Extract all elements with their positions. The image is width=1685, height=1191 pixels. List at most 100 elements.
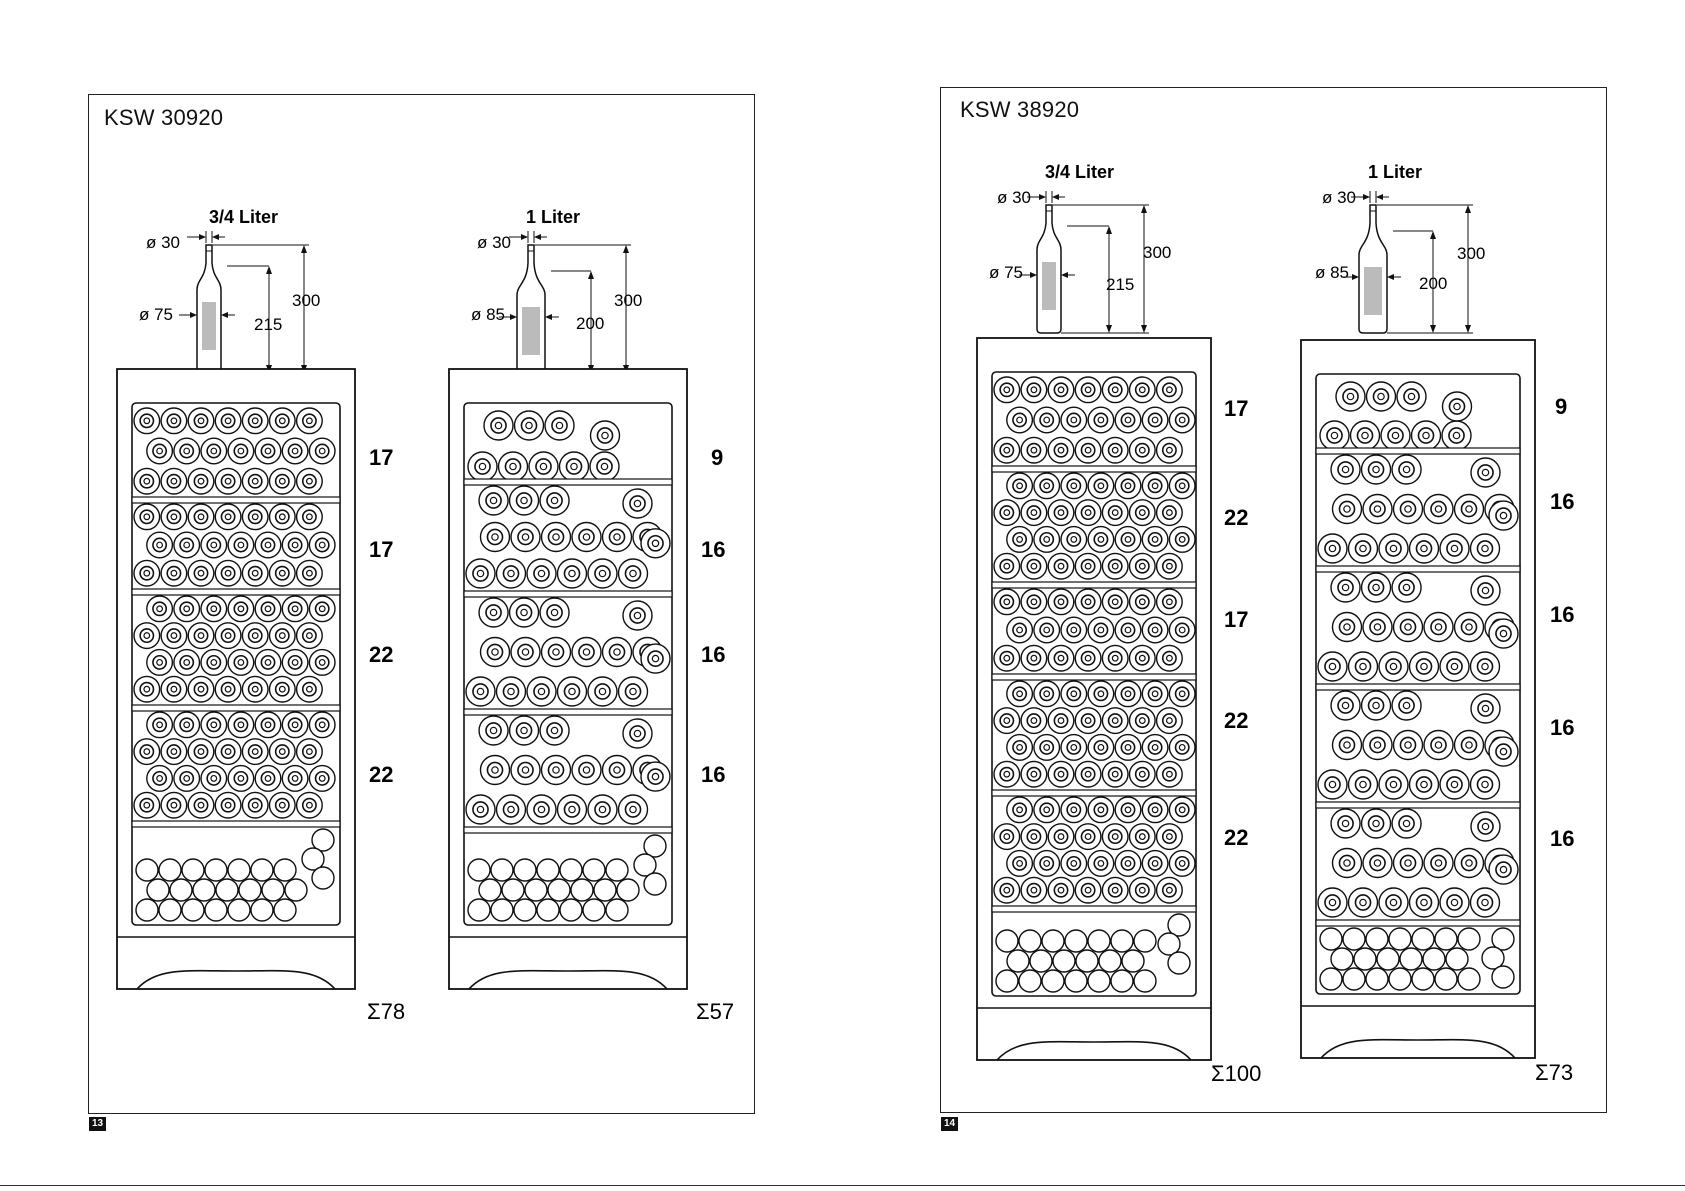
bottle-end <box>1362 573 1391 602</box>
bottle-end <box>1075 645 1101 671</box>
bottle-end <box>1169 527 1195 553</box>
bottle-end <box>1034 797 1060 823</box>
bottle-end <box>1088 407 1114 433</box>
bottle-end <box>205 899 227 921</box>
bottle-end <box>1471 576 1500 605</box>
bottle-end <box>510 486 539 515</box>
bottle-end <box>1392 691 1421 720</box>
bottle-end <box>161 739 187 765</box>
bottle-end <box>1048 761 1074 787</box>
bottle-end <box>560 899 582 921</box>
bottle-end <box>1061 851 1087 877</box>
bottle-end <box>282 650 308 676</box>
page-right: KSW 38920 3/4 Liter ø 30 ø 75 215 300 17… <box>940 87 1607 1113</box>
bottle-end <box>1053 950 1075 972</box>
bottle-end <box>1318 888 1347 917</box>
bottle-end <box>994 437 1020 463</box>
bottle-end <box>134 676 160 702</box>
bottle-end <box>1458 968 1480 990</box>
bottle-end <box>572 638 601 667</box>
body-arrow-right <box>545 314 552 320</box>
bottle-end <box>228 712 254 738</box>
shelf-board <box>464 591 672 597</box>
bottle-end <box>1102 824 1128 850</box>
bottle-end <box>1331 809 1360 838</box>
bottle-end <box>159 899 181 921</box>
bottle-end <box>1410 770 1439 799</box>
bottle-end <box>1130 377 1156 403</box>
bottle-end <box>1030 950 1052 972</box>
bottle-end <box>174 438 200 464</box>
bottle-end <box>1320 928 1342 950</box>
bottle-end <box>572 523 601 552</box>
bottle-end <box>529 452 558 481</box>
body-height-label: 200 <box>576 314 604 333</box>
bottle-end <box>1333 849 1362 878</box>
bottle-end <box>619 677 648 706</box>
bottle-end <box>297 623 323 649</box>
page-left: KSW 30920 3/4 Liter ø 30 ø 75 215 300 17… <box>88 94 755 1114</box>
bottle-end <box>510 598 539 627</box>
bottle-end <box>309 766 335 792</box>
bottle-end <box>1331 455 1360 484</box>
bottle-end <box>242 504 268 530</box>
bottle-end <box>1115 527 1141 553</box>
bottle-end <box>1331 948 1353 970</box>
bottle-end <box>1102 761 1128 787</box>
bottle-end <box>537 859 559 881</box>
shelf-count-5: 22 <box>1224 825 1248 850</box>
bottle-end <box>1130 437 1156 463</box>
bottle-end <box>1102 589 1128 615</box>
bottle-end <box>1130 645 1156 671</box>
shelf-count-1: 17 <box>369 445 393 470</box>
bottle-end <box>1115 473 1141 499</box>
bottle-end <box>560 859 582 881</box>
bottle-end <box>174 596 200 622</box>
bottle-end <box>134 560 160 586</box>
bottle-end <box>583 899 605 921</box>
bottle-end <box>228 859 250 881</box>
bottle-end <box>994 500 1020 526</box>
bottle-end <box>1412 928 1434 950</box>
bottle-end <box>188 623 214 649</box>
neck-arrow-left <box>199 234 206 240</box>
bottle-end <box>1471 812 1500 841</box>
bottle-end <box>1379 888 1408 917</box>
neck-arrow-left <box>1363 194 1370 200</box>
shelf-count-4: 16 <box>1550 715 1574 740</box>
shelf-board <box>464 827 672 833</box>
bottle-end <box>188 792 214 818</box>
bottle-end <box>1021 553 1047 579</box>
bottle-end <box>182 859 204 881</box>
bottle-end <box>188 504 214 530</box>
neck-arrow-right <box>212 234 219 240</box>
bottle-end <box>242 676 268 702</box>
bottle-end <box>134 739 160 765</box>
body-arrow-left <box>1352 274 1359 280</box>
bottle-end <box>270 792 296 818</box>
bottle-end <box>994 645 1020 671</box>
bottle-end <box>1410 534 1439 563</box>
shelf <box>466 598 670 706</box>
bottle-end <box>466 795 495 824</box>
bottle-end <box>282 712 308 738</box>
bottle-end <box>215 408 241 434</box>
bottle-end <box>623 489 652 518</box>
bottle-end <box>1115 735 1141 761</box>
shelf-board <box>992 582 1196 588</box>
bottle-end <box>297 792 323 818</box>
bottle-end <box>1157 761 1183 787</box>
bottle-end <box>1048 708 1074 734</box>
bottle-end <box>262 879 284 901</box>
bottle-end <box>215 676 241 702</box>
shelf-board <box>992 906 1196 912</box>
shelf-board <box>992 790 1196 796</box>
bottle-end <box>1075 708 1101 734</box>
bottle-end <box>270 504 296 530</box>
bottle-end <box>590 452 619 481</box>
bottle-end <box>1102 645 1128 671</box>
bottle-end <box>309 596 335 622</box>
shelf <box>134 504 335 586</box>
bottle-end <box>147 879 169 901</box>
bottle-end <box>1157 377 1183 403</box>
